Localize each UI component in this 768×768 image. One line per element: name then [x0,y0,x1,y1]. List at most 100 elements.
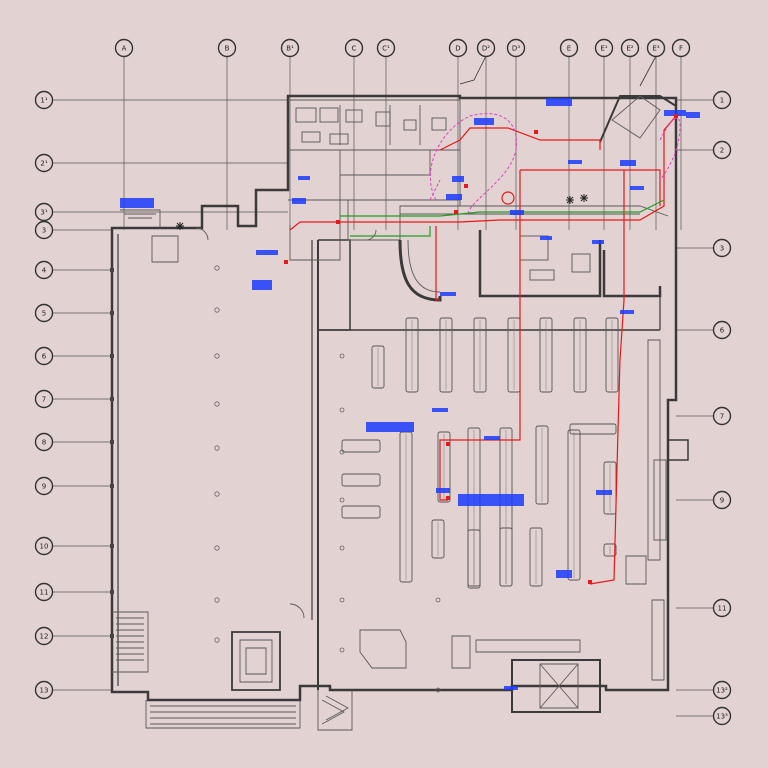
grid-bubble-top-label: C¹ [382,45,390,53]
grid-bubble-top: D² [476,38,496,58]
grid-bubble-top-circle [217,38,237,58]
grid-bubble-right: 7 [712,406,732,426]
grid-bubble-left-label: 6 [42,353,47,361]
grid-bubble-right-label: 9 [720,497,724,505]
grid-bubble-left-circle [34,346,54,366]
column-marker [339,545,345,551]
grid-bubble-top-circle [506,38,526,58]
grid-bubble-left: 4 [34,260,54,280]
annotation-tag [452,176,464,182]
annotation-tag [440,292,456,296]
sprinkler-head [464,184,468,188]
shelving-gondola [371,345,385,389]
grid-bubble-right-label: 13² [716,687,728,695]
wall-pilaster [110,634,114,638]
grid-bubble-top: E³ [646,38,666,58]
annotation-tag [298,176,310,180]
grid-bubble-top-label: D² [482,45,490,53]
annotation-tag [664,110,686,116]
sprinkler-head [588,580,592,584]
shelving-gondola [535,425,549,505]
annotation-tag [592,240,604,244]
grid-bubble-left-label: 3 [42,227,46,235]
grid-bubble-left-label: 13 [40,687,49,695]
column-marker [214,265,220,271]
wall-pilaster [110,590,114,594]
annotation-tag [292,198,306,204]
pipe-runs [289,113,681,585]
grid-bubble-right: 6 [712,320,732,340]
annotation-tag [474,118,494,125]
grid-bubble-top-circle [594,38,614,58]
office-desk [345,109,363,123]
annotation-tag [484,436,500,440]
grid-bubble-top-label: D [455,45,460,53]
column-marker [214,597,220,603]
grid-bubble-left: 13 [34,680,54,700]
column-marker [339,353,345,359]
leader-line [639,55,657,87]
shelving-gondola [529,527,543,587]
grid-bubble-top-circle [646,38,666,58]
wall-pilaster [110,544,114,548]
grid-bubble-left: 1¹ [34,90,54,110]
grid-bubble-left-circle [34,389,54,409]
grid-bubble-right-label: 2 [720,147,724,155]
annotation-tag [630,186,644,190]
grid-bubble-left-label: 3¹ [40,209,47,217]
grid-bubble-left-circle [34,626,54,646]
grid-bubble-left-label: 8 [42,439,46,447]
grid-bubble-top: B¹ [280,38,300,58]
grid-bubble-left: 11 [34,582,54,602]
grid-bubble-left-label: 1¹ [40,97,47,105]
grid-bubble-left-circle [34,90,54,110]
grid-bubble-top-circle [671,38,691,58]
deli-fixture [571,253,591,273]
grid-bubble-left-circle [34,476,54,496]
grid-bubble-right: 2 [712,140,732,160]
grid-bubble-top-circle [376,38,396,58]
grid-bubble-top-circle [559,38,579,58]
grid-bubble-left-circle [34,202,54,222]
office-desk [319,107,339,123]
grid-bubble-left-circle [34,680,54,700]
office-desk [431,117,447,131]
annotation-tag [620,310,634,314]
deli-fixture [529,269,555,281]
annotation-tag [458,494,524,506]
shelving-gondola [567,429,581,581]
grid-bubble-right-circle [712,238,732,258]
grid-bubble-right: 1 [712,90,732,110]
column-marker [214,307,220,313]
grid-bubble-top: E² [620,38,640,58]
sprinkler-head [446,496,450,500]
column-marker [214,353,220,359]
grid-bubble-top-circle [448,38,468,58]
shelving-gondola [499,527,513,587]
grid-bubble-top-label: E [567,45,571,53]
grid-bubble-left-circle [34,432,54,452]
grid-bubble-top-label: B¹ [286,45,294,53]
grid-bubble-top-label: C [352,45,357,53]
shelving-gondola [605,317,619,393]
annotation-tag [446,194,462,200]
grid-bubble-left-label: 12 [40,633,49,641]
column-marker [214,545,220,551]
grid-bubble-top-circle [476,38,496,58]
column-marker [435,597,441,603]
grid-bubble-top: D³ [506,38,526,58]
grid-bubble-left: 9 [34,476,54,496]
grid-bubble-right-label: 11 [718,605,727,613]
column-marker [339,449,345,455]
office-desk [403,119,417,131]
grid-bubble-top: E [559,38,579,58]
wall-pilaster [110,268,114,272]
shelving-gondola [437,431,451,503]
grid-bubble-top-circle [344,38,364,58]
grid-bubble-right-circle [712,706,732,726]
grid-bubble-left-circle [34,536,54,556]
office-desk [295,107,317,123]
grid-bubble-top: A [114,38,134,58]
annotation-tag [540,236,552,240]
